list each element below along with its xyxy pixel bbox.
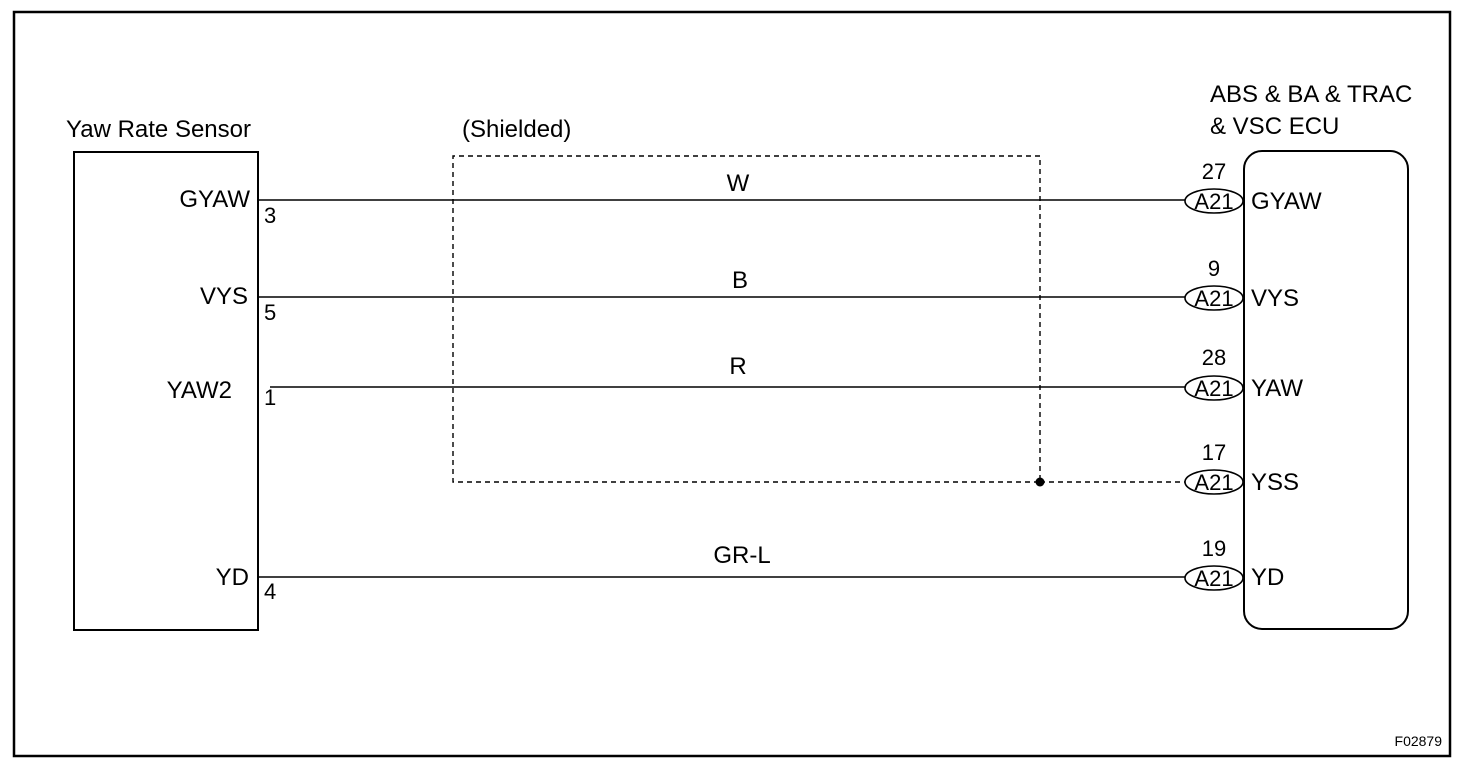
sensor-pin-3: 3 <box>264 203 276 228</box>
connector-a21-oval <box>1184 565 1244 591</box>
wire-color-w: W <box>727 170 750 197</box>
sensor-pin-5: 5 <box>264 300 276 325</box>
ecu-title-line1: ABS & BA & TRAC <box>1210 81 1412 108</box>
shield-junction-dot <box>1035 477 1045 487</box>
connector-a21-code: A21 <box>1194 286 1233 311</box>
wire-color-r: R <box>729 353 746 380</box>
ecu-pin-19: 19 <box>1202 536 1226 561</box>
sensor-title: Yaw Rate Sensor <box>66 116 251 143</box>
connector-a21-oval <box>1184 375 1244 401</box>
ecu-pin-9: 9 <box>1208 256 1220 281</box>
ecu-pin-27: 27 <box>1202 159 1226 184</box>
sensor-terminal-yd: YD <box>216 564 249 591</box>
connector-a21-code: A21 <box>1194 376 1233 401</box>
wire-color-gr-l: GR-L <box>713 542 770 569</box>
ecu-terminal-yss: YSS <box>1251 469 1299 496</box>
ecu-pin-17: 17 <box>1202 440 1226 465</box>
ecu-terminal-yaw: YAW <box>1251 375 1303 402</box>
connector-a21-code: A21 <box>1194 566 1233 591</box>
connector-a21-code: A21 <box>1194 189 1233 214</box>
connector-a21-oval <box>1184 188 1244 214</box>
diagram-frame <box>12 10 1452 758</box>
sensor-pin-4: 4 <box>264 579 276 604</box>
ecu-terminal-vys: VYS <box>1251 285 1299 312</box>
ecu-terminal-gyaw: GYAW <box>1251 188 1322 215</box>
connector-a21-oval <box>1184 469 1244 495</box>
wire-color-b: B <box>732 267 748 294</box>
shield-outline <box>452 155 1041 483</box>
sensor-terminal-yaw2: YAW2 <box>167 377 232 404</box>
sensor-pin-1: 1 <box>264 385 276 410</box>
sensor-terminal-gyaw: GYAW <box>179 186 250 213</box>
figure-code: F02879 <box>1395 733 1443 749</box>
shield-label: (Shielded) <box>462 116 571 143</box>
connector-a21-oval <box>1184 285 1244 311</box>
sensor-box <box>73 151 259 631</box>
ecu-terminal-yd: YD <box>1251 564 1284 591</box>
ecu-title-line2: & VSC ECU <box>1210 113 1339 140</box>
ecu-pin-28: 28 <box>1202 345 1226 370</box>
sensor-terminal-vys: VYS <box>200 283 248 310</box>
connector-a21-code: A21 <box>1194 470 1233 495</box>
ecu-box <box>1243 150 1409 630</box>
